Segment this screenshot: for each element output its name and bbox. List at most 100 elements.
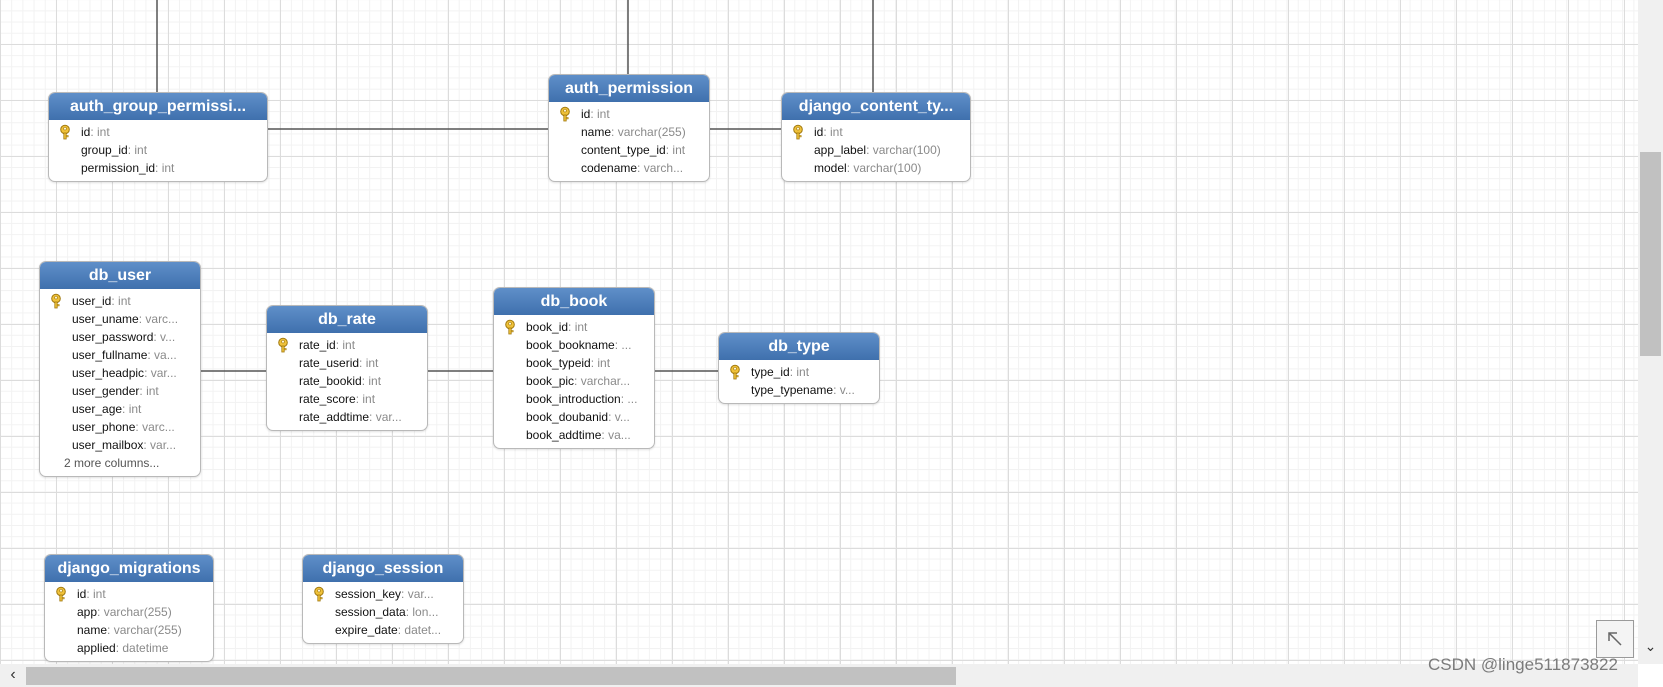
- scroll-down-arrow-icon[interactable]: ⌄: [1644, 638, 1657, 654]
- column-type: int: [597, 107, 610, 121]
- watermark: CSDN @linge511873822: [1428, 655, 1618, 674]
- column-name: app: [77, 605, 98, 619]
- primary-key-icon: [314, 586, 324, 602]
- table-title: django_migrations: [45, 555, 213, 582]
- table-column[interactable]: group_id: int: [81, 143, 148, 157]
- primary-key-icon: [56, 586, 66, 602]
- table-column[interactable]: app_label: varchar(100): [814, 143, 941, 157]
- table-column[interactable]: type_typename: v...: [751, 383, 855, 397]
- column-type: va...: [608, 428, 631, 442]
- column-name: user_headpic: [72, 366, 145, 380]
- vertical-scrollbar[interactable]: ⌄: [1638, 0, 1663, 664]
- table-column[interactable]: user_headpic: var...: [72, 366, 177, 380]
- column-type: var...: [407, 587, 434, 601]
- table-column[interactable]: book_pic: varchar...: [526, 374, 631, 388]
- table-column[interactable]: user_phone: varc...: [72, 420, 175, 434]
- table-column[interactable]: user_id: int: [48, 292, 194, 310]
- table-column[interactable]: session_data: lon...: [335, 605, 439, 619]
- table-column[interactable]: app: varchar(255): [77, 605, 172, 619]
- table-column[interactable]: id: int: [790, 123, 964, 141]
- fit-to-view-button[interactable]: [1596, 620, 1634, 658]
- table-column[interactable]: model: varchar(100): [814, 161, 922, 175]
- table-column[interactable]: book_addtime: va...: [526, 428, 631, 442]
- table-auth-group-permissions[interactable]: auth_group_permissi... id: int group_id: …: [48, 92, 268, 182]
- table-column[interactable]: user_fullname: va...: [72, 348, 177, 362]
- scroll-left-arrow-icon[interactable]: ‹: [10, 666, 16, 683]
- column-type: int: [161, 161, 175, 175]
- table-column[interactable]: expire_date: datet...: [335, 623, 442, 637]
- column-type: int: [597, 356, 611, 370]
- table-column[interactable]: codename: varch...: [581, 161, 684, 175]
- table-columns: session_key: var... session_data: lon... e…: [303, 582, 463, 643]
- column-name: type_id: [751, 365, 790, 379]
- column-type: ...: [621, 338, 632, 352]
- table-column[interactable]: rate_userid: int: [299, 356, 379, 370]
- column-name: id: [581, 107, 591, 121]
- table-column[interactable]: rate_id: int: [275, 336, 421, 354]
- table-column[interactable]: book_doubanid: v...: [526, 410, 630, 424]
- column-type: var...: [150, 438, 177, 452]
- table-column[interactable]: book_bookname: ...: [526, 338, 632, 352]
- vertical-scroll-thumb[interactable]: [1640, 152, 1661, 356]
- table-title: auth_group_permissi...: [49, 93, 267, 120]
- column-name: id: [814, 125, 824, 139]
- horizontal-scroll-thumb[interactable]: [26, 667, 956, 685]
- column-type: lon...: [412, 605, 439, 619]
- column-name: content_type_id: [581, 143, 666, 157]
- table-column[interactable]: book_id: int: [502, 318, 648, 336]
- primary-key-icon: [51, 293, 61, 309]
- table-column[interactable]: id: int: [53, 585, 207, 603]
- table-title: django_content_ty...: [782, 93, 970, 120]
- table-title: db_rate: [267, 306, 427, 333]
- table-column[interactable]: permission_id: int: [81, 161, 175, 175]
- table-column[interactable]: user_uname: varc...: [72, 312, 179, 326]
- column-type: int: [128, 402, 142, 416]
- table-column[interactable]: name: varchar(255): [77, 623, 182, 637]
- table-column[interactable]: id: int: [57, 123, 261, 141]
- column-type: varchar(255): [103, 605, 172, 619]
- table-column[interactable]: rate_score: int: [299, 392, 376, 406]
- table-column[interactable]: type_id: int: [727, 363, 873, 381]
- table-column[interactable]: book_typeid: int: [526, 356, 611, 370]
- table-column[interactable]: applied: datetime: [77, 641, 169, 655]
- table-column[interactable]: name: varchar(255): [581, 125, 686, 139]
- table-django-session[interactable]: django_session session_key: var...sessio…: [302, 554, 464, 644]
- column-type: v...: [614, 410, 630, 424]
- column-name: expire_date: [335, 623, 398, 637]
- table-django-content-type[interactable]: django_content_ty... id: int app_label: v…: [781, 92, 971, 182]
- table-column[interactable]: id: int: [557, 105, 703, 123]
- column-type: int: [134, 143, 148, 157]
- table-column[interactable]: rate_addtime: var...: [299, 410, 402, 424]
- table-column[interactable]: user_age: int: [72, 402, 142, 416]
- table-column[interactable]: session_key: var...: [311, 585, 457, 603]
- table-column[interactable]: user_password: v...: [72, 330, 176, 344]
- table-column[interactable]: user_gender: int: [72, 384, 159, 398]
- column-name: type_typename: [751, 383, 834, 397]
- table-column[interactable]: book_introduction: ...: [526, 392, 638, 406]
- table-columns: id: int app_label: varchar(100) model: var…: [782, 120, 970, 181]
- column-name: book_introduction: [526, 392, 621, 406]
- diagram-canvas[interactable]: auth_group_permissi... id: int group_id: …: [0, 0, 1638, 664]
- horizontal-scrollbar[interactable]: ‹: [0, 664, 1638, 687]
- table-column[interactable]: rate_bookid: int: [299, 374, 382, 388]
- column-type: int: [342, 338, 356, 352]
- more-columns-link[interactable]: 2 more columns...: [64, 456, 160, 470]
- table-column[interactable]: user_mailbox: var...: [72, 438, 177, 452]
- relationship-lines: [156, 0, 874, 372]
- column-name: session_data: [335, 605, 406, 619]
- column-name: id: [81, 125, 91, 139]
- table-db-rate[interactable]: db_rate rate_id: int rate_userid: int rate…: [266, 305, 428, 431]
- column-name: rate_addtime: [299, 410, 370, 424]
- table-columns: id: int name: varchar(255) content_type_id…: [549, 102, 709, 181]
- column-type: int: [362, 392, 376, 406]
- column-type: varc...: [145, 312, 179, 326]
- primary-key-icon: [793, 124, 803, 140]
- table-django-migrations[interactable]: django_migrations id: int app: varchar(25…: [44, 554, 214, 662]
- table-column[interactable]: content_type_id: int: [581, 143, 686, 157]
- primary-key-icon: [730, 364, 740, 380]
- primary-key-icon: [60, 124, 70, 140]
